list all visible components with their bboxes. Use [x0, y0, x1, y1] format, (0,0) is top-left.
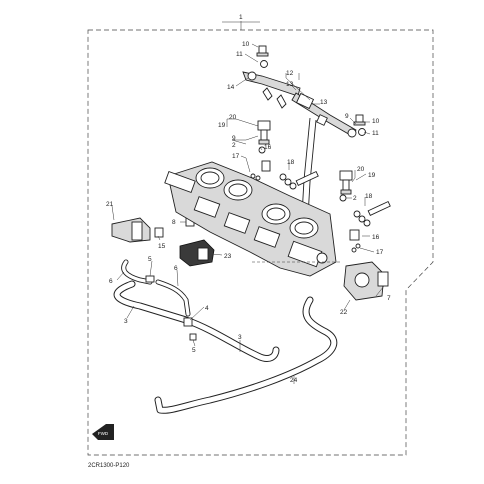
sensor-22	[343, 261, 389, 301]
callout-9: 9	[345, 113, 349, 120]
callout-11: 11	[236, 51, 243, 58]
callout-17: 17	[232, 153, 240, 160]
callout-3: 3	[124, 318, 128, 325]
callout-18: 18	[287, 159, 295, 166]
callout-2: 2	[353, 195, 357, 202]
callout-5: 5	[148, 256, 152, 263]
callout-17: 17	[376, 249, 384, 256]
throttle-body	[164, 161, 337, 277]
callout-19: 19	[368, 172, 376, 179]
hose-3	[113, 280, 280, 362]
sensor-23	[179, 239, 215, 267]
callout-10: 10	[242, 41, 250, 48]
fwd-label: FWD	[98, 431, 109, 436]
callout-16: 16	[264, 144, 272, 151]
callout-18: 18	[365, 193, 373, 200]
callout-24: 24	[290, 377, 298, 384]
callout-5: 5	[192, 347, 196, 354]
callout-10: 10	[372, 118, 380, 125]
callout-20: 20	[229, 114, 237, 121]
callout-6: 6	[174, 265, 178, 272]
assembly-boundary	[87, 29, 434, 456]
fuel-injector	[339, 170, 353, 195]
callout-20: 20	[357, 166, 365, 173]
callout-22: 22	[340, 309, 348, 316]
small-hardware	[154, 45, 391, 253]
callout-19: 19	[218, 122, 226, 129]
callout-1: 1	[239, 14, 243, 21]
hose-6	[121, 259, 191, 317]
callout-21: 21	[106, 201, 114, 208]
callout-2: 2	[232, 142, 236, 149]
callout-3: 3	[238, 334, 242, 341]
hose-24	[154, 296, 338, 414]
callout-16: 16	[372, 234, 380, 241]
fwd-arrow-icon: FWD	[92, 424, 114, 440]
callout-15: 15	[158, 243, 166, 250]
reference-code: 2CR1300-P120	[88, 463, 130, 469]
callout-23: 23	[224, 253, 232, 260]
callout-6: 6	[109, 278, 113, 285]
leader-lines	[111, 43, 385, 384]
callout-13: 13	[320, 99, 328, 106]
fuel-injector	[257, 120, 271, 145]
sensor-21	[111, 217, 151, 243]
callout-7: 7	[387, 295, 391, 302]
callout-9: 9	[232, 135, 236, 142]
callout-labels: 1 10 11 12 13 13 14 20 19 9 2 16 17 10 9…	[106, 14, 391, 384]
callout-13: 13	[286, 81, 294, 88]
callout-14: 14	[227, 84, 235, 91]
callout-4: 4	[205, 305, 209, 312]
callout-12: 12	[286, 70, 294, 77]
callout-11: 11	[372, 130, 379, 137]
callout-8: 8	[172, 219, 176, 226]
